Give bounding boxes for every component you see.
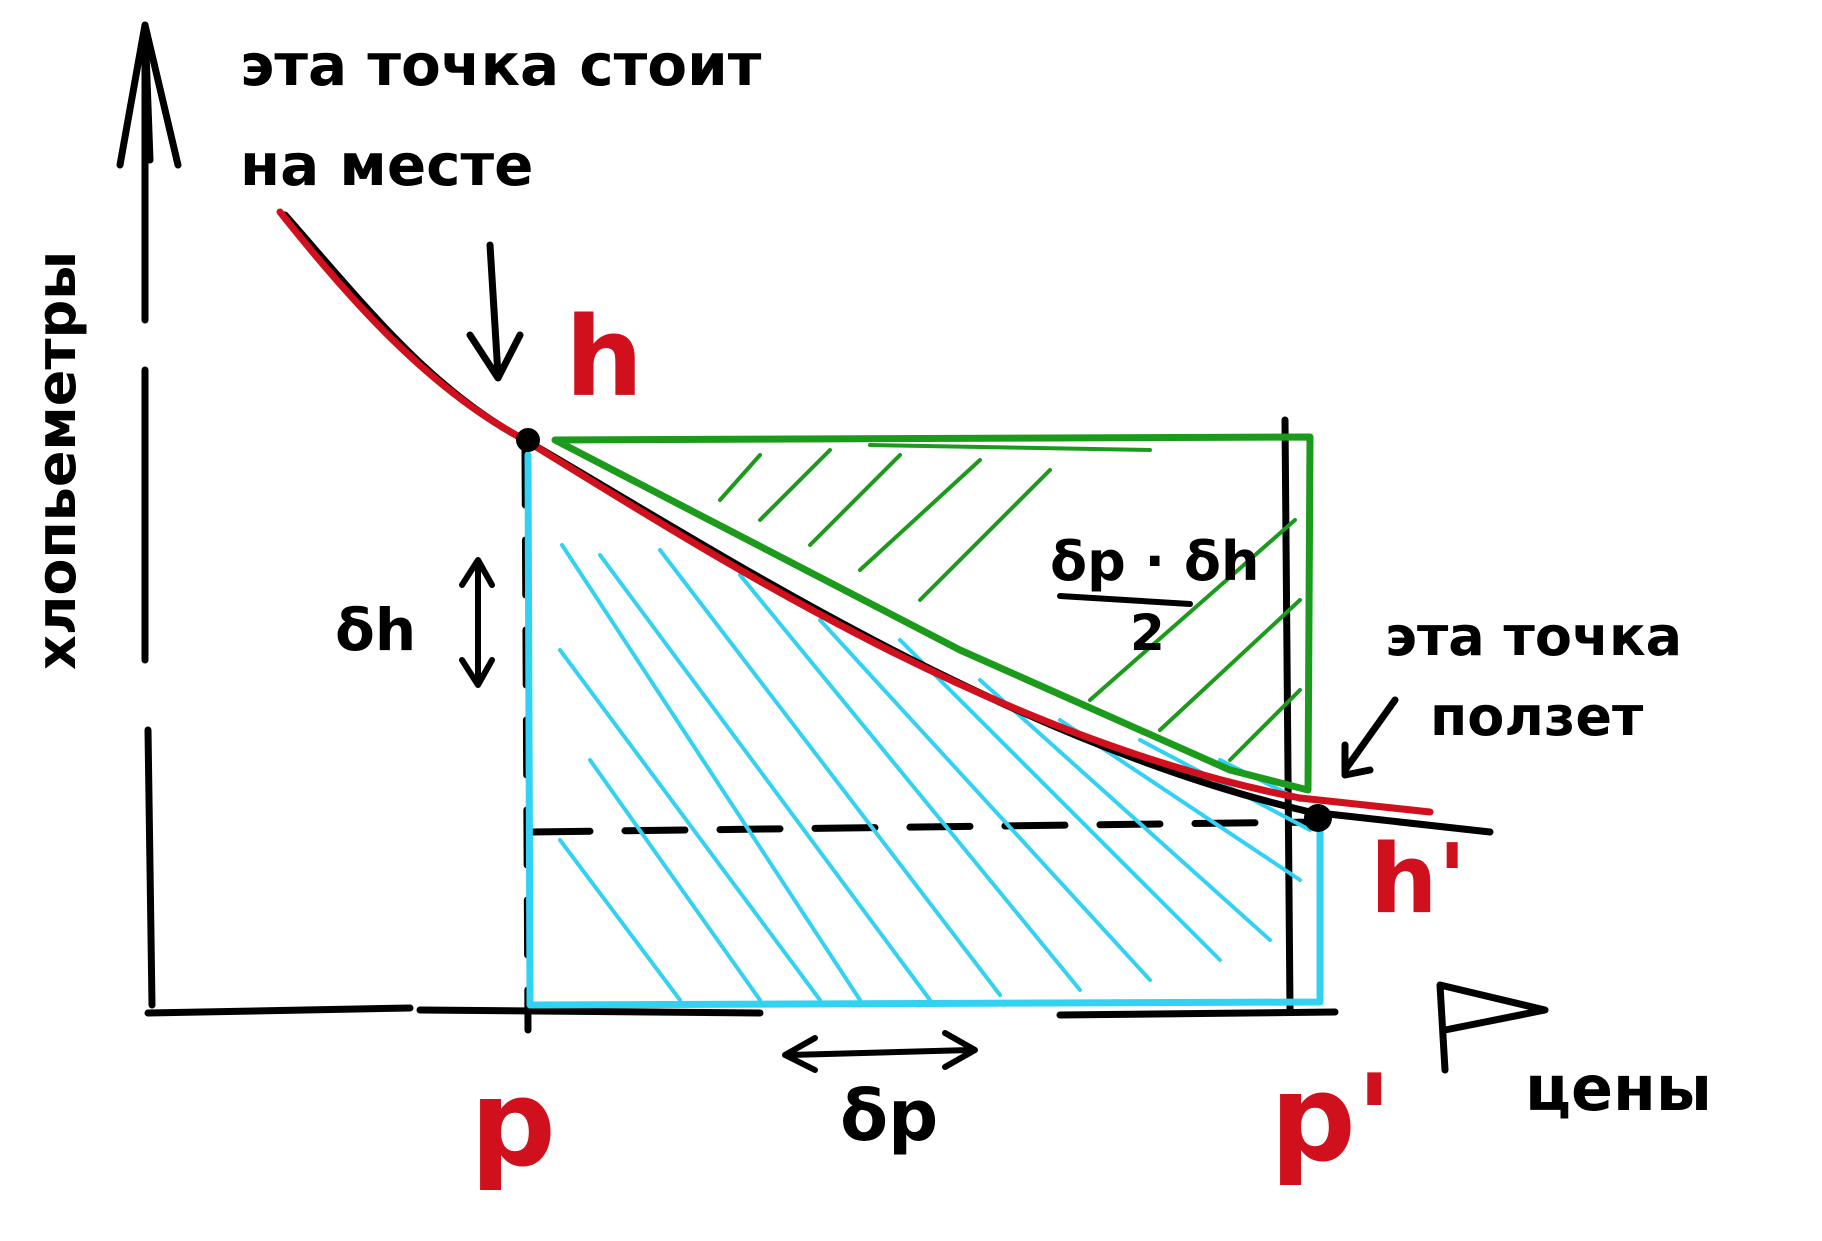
y-axis-arrowhead: [116, 21, 182, 169]
label-p: p: [470, 1055, 556, 1194]
pointer-arrow-right: [1341, 696, 1399, 779]
note-right-line2: ползет: [1430, 685, 1644, 748]
x-axis: [144, 981, 1549, 1074]
label-delta-p: δp: [840, 1075, 938, 1157]
note-right-line1: эта точка: [1385, 605, 1682, 668]
y-axis-label: хлопьеметры: [25, 251, 88, 670]
delta-p-arrow: [782, 1030, 978, 1073]
delta-h-arrow: [459, 557, 495, 688]
label-h: h: [565, 293, 643, 421]
point-h: [516, 428, 540, 452]
demand-curves: [276, 208, 1494, 836]
note-top-line2: на месте: [240, 131, 533, 199]
red-demand-curve: [276, 208, 1434, 816]
cyan-area: [524, 451, 1324, 1009]
formula-denominator: 2: [1130, 604, 1165, 662]
point-h-prime: [1304, 804, 1332, 832]
pointer-arrow-top: [466, 241, 524, 382]
formula-numerator: δp · δh: [1050, 530, 1259, 593]
label-h-prime: h': [1370, 825, 1467, 935]
x-axis-label: цены: [1525, 1052, 1712, 1125]
green-triangle: [551, 433, 1314, 794]
x-axis-arrowhead: [1436, 981, 1549, 1074]
note-top-line1: эта точка стоит: [240, 31, 762, 99]
label-delta-h: δh: [335, 596, 416, 664]
y-axis: [116, 21, 182, 1009]
label-p-prime: p': [1270, 1050, 1393, 1189]
formula-bar: [1057, 593, 1193, 607]
